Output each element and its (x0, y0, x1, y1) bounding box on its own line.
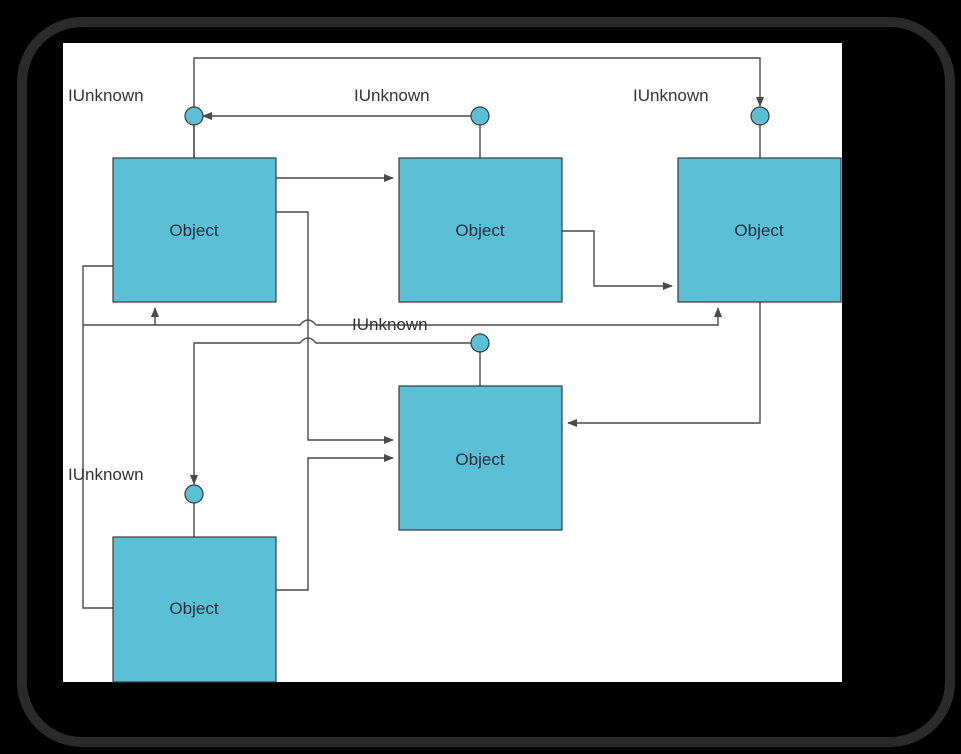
lollipop-interface-icon (184, 106, 204, 126)
object-box-2: Object (398, 157, 563, 303)
connector-obj5-to-obj4 (276, 454, 394, 591)
lollipop-interface-icon (184, 484, 204, 504)
object-box-3: Object (677, 157, 842, 303)
lollipop-interface-icon (750, 106, 770, 126)
interface-label: IUnknown (68, 465, 144, 484)
object-box-4: Object (398, 385, 563, 531)
object-label: Object (455, 221, 504, 240)
object-box-1: Object (112, 157, 277, 303)
connector-obj1-to-obj5-rail (82, 265, 113, 609)
interface-label: IUnknown (354, 86, 430, 105)
connector-obj3-to-obj4 (567, 302, 761, 427)
lollipop-interface-icon (470, 333, 490, 353)
interface-label: IUnknown (633, 86, 709, 105)
object-label: Object (734, 221, 783, 240)
interface-label: IUnknown (352, 315, 428, 334)
connector-obj1-to-obj4 (276, 211, 394, 444)
object-label: Object (169, 221, 218, 240)
connector-iu4-to-iu5 (190, 337, 472, 485)
object-label: Object (169, 599, 218, 618)
connector-rail-to-obj3 (83, 307, 722, 326)
connector-obj2-to-obj3 (562, 230, 673, 290)
interface-label: IUnknown (68, 86, 144, 105)
object-label: Object (455, 450, 504, 469)
lollipop-interface-icon (470, 106, 490, 126)
object-box-5: Object (112, 536, 277, 683)
